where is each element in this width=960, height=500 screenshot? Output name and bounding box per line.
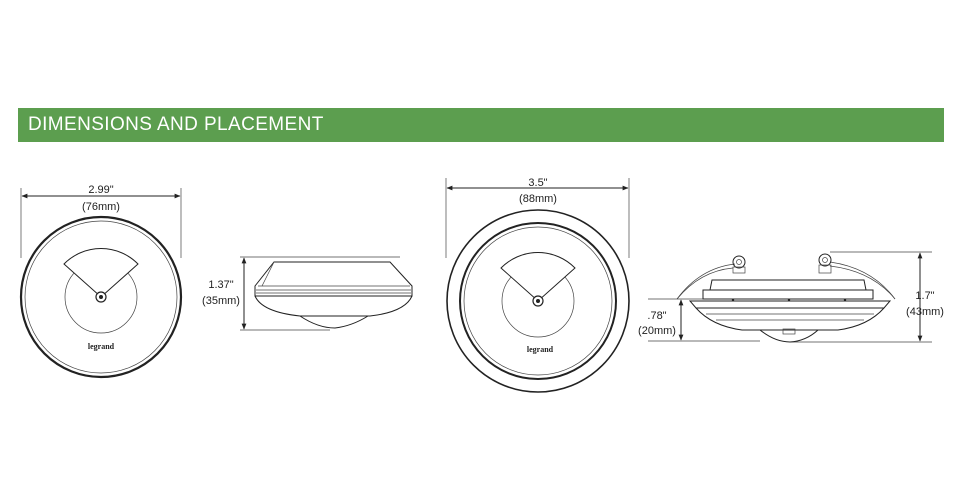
spring-left-inner	[676, 267, 734, 300]
middle-ring	[459, 222, 617, 380]
housing-top	[254, 261, 413, 297]
clip-base-right	[818, 264, 832, 274]
inner-ring	[463, 226, 613, 376]
body-top	[709, 279, 867, 291]
section-title: DIMENSIONS AND PLACEMENT	[28, 114, 324, 135]
large-sensor-top-view: 3.5" (88mm) legrand	[445, 177, 630, 393]
small-width-mm: (76mm)	[82, 201, 120, 213]
outer-ring	[19, 215, 183, 379]
spring-clip-right	[818, 253, 832, 267]
spring-clip-left	[732, 255, 746, 269]
spring-clip-left-hole	[736, 259, 742, 265]
large-total-height-mm: (43mm)	[906, 306, 944, 318]
lens-dome	[299, 315, 369, 329]
spring-right-inner	[829, 265, 896, 300]
large-width-mm: (88mm)	[519, 193, 557, 205]
housing-skirt	[254, 295, 413, 317]
lens-window	[500, 252, 576, 302]
large-total-height-in: 1.7"	[915, 290, 934, 302]
large-projection-in: .78"	[647, 310, 666, 322]
lens-tab	[782, 328, 796, 335]
trim-skirt	[695, 307, 885, 331]
small-height-in: 1.37"	[208, 279, 233, 291]
section-banner: DIMENSIONS AND PLACEMENT	[18, 108, 944, 142]
small-sensor-side-view: 1.37" (35mm)	[202, 256, 413, 331]
outer-ring	[446, 209, 630, 393]
clip-base-left	[732, 266, 746, 274]
small-width-in: 2.99"	[88, 184, 113, 196]
lens-window	[63, 248, 139, 298]
inner-ring	[24, 220, 178, 374]
spring-left	[676, 263, 736, 300]
large-width-in: 3.5"	[528, 177, 547, 189]
small-sensor-top-view: 2.99" (76mm) legrand	[19, 184, 183, 379]
spring-clip-right-hole	[822, 257, 828, 263]
large-projection-mm: (20mm)	[638, 325, 676, 337]
large-brand-logo: legrand	[527, 345, 554, 354]
lens-dome	[759, 329, 819, 343]
small-brand-logo: legrand	[88, 342, 115, 351]
large-sensor-side-view: 1.7" (43mm) .78" (20mm)	[638, 251, 944, 343]
center-screw-dot	[536, 299, 540, 303]
body-ring	[702, 289, 874, 300]
center-screw-dot	[99, 295, 103, 299]
small-height-mm: (35mm)	[202, 295, 240, 307]
trim-flange	[688, 300, 892, 309]
housing-facet	[261, 261, 275, 287]
